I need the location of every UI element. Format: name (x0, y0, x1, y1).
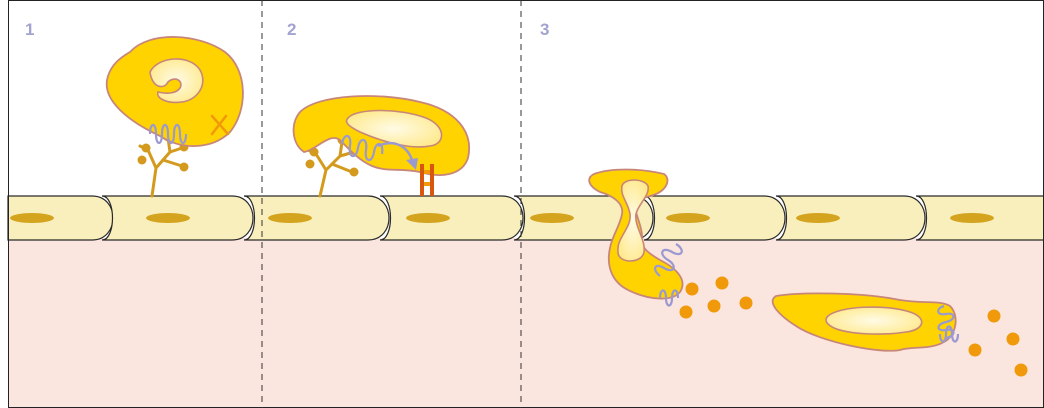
chemokine-dot (1015, 364, 1028, 377)
endothelial-nucleus (796, 213, 840, 223)
chemokine-dot (1007, 333, 1020, 346)
leukocyte-nucleus (826, 307, 922, 334)
endothelial-cell (244, 196, 389, 240)
endothelial-nucleus (666, 213, 710, 223)
chemokine-dot (708, 300, 721, 313)
endothelial-nucleus (406, 213, 450, 223)
endothelial-nucleus (10, 213, 54, 223)
endothelial-nucleus (146, 213, 190, 223)
endothelial-cell (380, 196, 523, 240)
chemokine-dot (740, 297, 753, 310)
endothelial-nucleus (268, 213, 312, 223)
chemokine-dot (716, 277, 729, 290)
endothelial-nucleus (530, 213, 574, 223)
chemokine-dot (969, 344, 982, 357)
chemokine-dot (680, 306, 693, 319)
chemokine-dot (686, 283, 699, 296)
endothelial-nucleus (950, 213, 994, 223)
step-label-1: 1 (25, 20, 34, 40)
step-label-3: 3 (540, 20, 549, 40)
chemokine-dot (988, 310, 1001, 323)
step-label-2: 2 (287, 20, 296, 40)
endothelial-cell (644, 196, 785, 240)
